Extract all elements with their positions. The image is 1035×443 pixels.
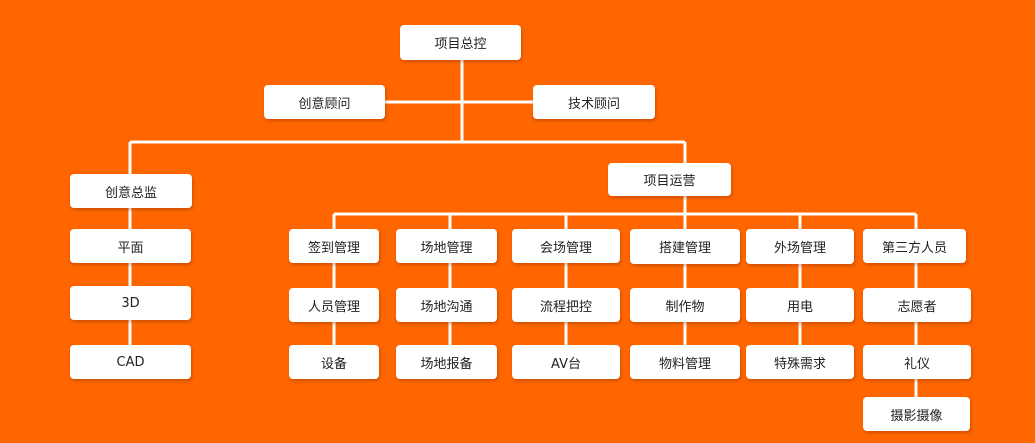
node-hall: 会场管理 (512, 229, 620, 263)
node-flow: 流程把控 (512, 288, 620, 322)
node-equipment: 设备 (289, 345, 379, 379)
node-staff: 人员管理 (289, 288, 379, 322)
node-operations: 项目运营 (608, 163, 731, 196)
node-venue: 场地管理 (396, 229, 497, 263)
node-venue-comm: 场地沟通 (396, 288, 497, 322)
node-top: 项目总控 (400, 25, 521, 60)
node-creative-director: 创意总监 (70, 174, 192, 208)
node-materials: 物料管理 (630, 345, 740, 379)
node-third-party: 第三方人员 (863, 229, 966, 263)
node-volunteers: 志愿者 (863, 288, 971, 322)
node-etiquette: 礼仪 (863, 345, 971, 379)
node-photo: 摄影摄像 (863, 397, 970, 431)
node-checkin: 签到管理 (289, 229, 379, 263)
node-outdoor: 外场管理 (746, 229, 854, 264)
node-power: 用电 (746, 288, 854, 322)
node-special: 特殊需求 (746, 345, 854, 379)
node-production: 制作物 (630, 288, 740, 322)
node-tech-advisor: 技术顾问 (533, 85, 655, 119)
node-build: 搭建管理 (630, 229, 740, 264)
node-venue-report: 场地报备 (396, 345, 497, 379)
node-cad: CAD (70, 345, 191, 379)
node-3d: 3D (70, 286, 191, 320)
node-creative-advisor: 创意顾问 (264, 85, 385, 119)
node-plane: 平面 (70, 229, 191, 263)
node-av: AV台 (512, 345, 620, 379)
